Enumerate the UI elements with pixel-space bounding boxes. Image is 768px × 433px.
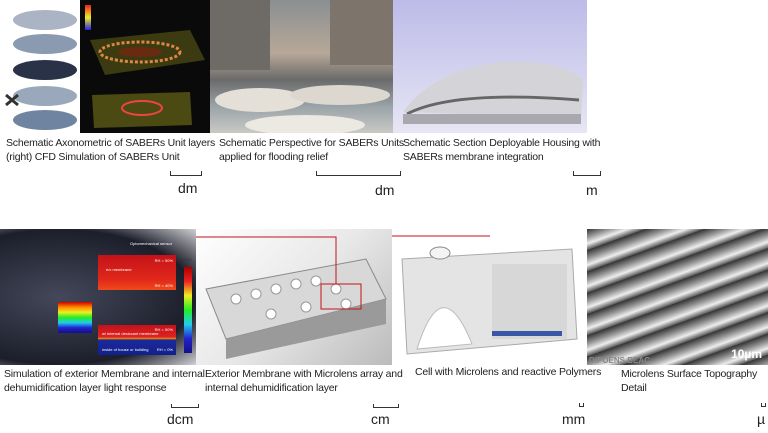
caption-axonometric: Schematic Axonometric of SABERs Unit lay… — [6, 136, 215, 164]
label: RH = 40% — [155, 283, 173, 288]
caption-microlens-membrane: Exterior Membrane with Microlens array a… — [205, 367, 403, 395]
scale-bar — [171, 404, 199, 408]
scale-bar — [579, 403, 584, 407]
label: e/c membrane — [106, 267, 132, 272]
saber-units-drawing — [210, 0, 393, 133]
caption-line: dehumidification layer light response — [4, 381, 205, 395]
watermark: DIPOENS BEAC — [589, 356, 650, 365]
surface-topography-sem: 10µm DIPOENS BEAC — [587, 229, 768, 365]
caption-line: Cell with Microlens and reactive Polymer… — [415, 365, 601, 379]
caption-line: Exterior Membrane with Microlens array a… — [205, 367, 403, 381]
axonometric-image — [0, 0, 80, 133]
caption-cell: Cell with Microlens and reactive Polymer… — [415, 365, 601, 379]
scale-bar — [373, 404, 399, 408]
gradient-inset — [58, 302, 92, 333]
scale-unit: µ — [757, 411, 765, 427]
caption-line: SABERs membrane integration — [403, 150, 600, 164]
label: inside of house or building — [102, 347, 148, 352]
caption-line: applied for flooding relief — [219, 150, 404, 164]
label: RH = 0% — [157, 347, 173, 352]
axonometric-layers-drawing — [0, 0, 80, 133]
scale-unit: mm — [562, 411, 585, 427]
microlens-membrane-render — [196, 229, 392, 365]
scale-unit: m — [586, 182, 598, 198]
membrane-array-drawing — [196, 229, 392, 365]
deployable-housing-section — [393, 0, 587, 133]
caption-line: Schematic Section Deployable Housing wit… — [403, 136, 600, 150]
cfd-simulation-image — [80, 0, 210, 133]
label: RH = 50% — [155, 327, 173, 332]
microlens-cell-render — [392, 229, 587, 365]
caption-topography: Microlens Surface Topography Detail — [621, 367, 768, 395]
scale-bar — [761, 403, 766, 407]
label: Optomechanical sensor — [130, 241, 172, 246]
scale-unit: dcm — [167, 411, 193, 427]
caption-line: (right) CFD Simulation of SABERs Unit — [6, 150, 215, 164]
flooding-relief-photo — [210, 0, 393, 133]
scale-unit: dm — [178, 180, 197, 196]
scale-overlay-label: 10µm — [731, 347, 762, 361]
light-response-simulation: e/c membrane RH = 50% RH = 40% Optomecha… — [0, 229, 196, 365]
caption-line: Schematic Axonometric of SABERs Unit lay… — [6, 136, 215, 150]
cfd-plot — [80, 0, 210, 133]
colorbar — [184, 267, 192, 353]
scale-bar — [316, 171, 401, 176]
colorbar-title: RH% — [182, 257, 191, 262]
scale-unit: cm — [371, 411, 390, 427]
label: w/ internal desiccant membrane — [102, 331, 158, 336]
interior-membrane-block: w/ internal desiccant membrane RH = 50% … — [98, 325, 176, 355]
exterior-membrane-block: e/c membrane RH = 50% RH = 40% — [98, 255, 176, 290]
scale-bar — [573, 171, 601, 176]
caption-line: internal dehumidification layer — [205, 381, 403, 395]
caption-perspective: Schematic Perspective for SABERs Units a… — [219, 136, 404, 164]
scale-bar — [170, 171, 202, 176]
cell-drawing — [392, 229, 587, 365]
caption-line: Simulation of exterior Membrane and inte… — [4, 367, 205, 381]
caption-light-response: Simulation of exterior Membrane and inte… — [4, 367, 205, 395]
label: RH = 50% — [155, 258, 173, 263]
housing-section-drawing — [393, 0, 587, 133]
caption-line: Microlens Surface Topography Detail — [621, 367, 768, 395]
caption-line: Schematic Perspective for SABERs Units — [219, 136, 404, 150]
scale-unit: dm — [375, 182, 394, 198]
caption-section: Schematic Section Deployable Housing wit… — [403, 136, 600, 164]
